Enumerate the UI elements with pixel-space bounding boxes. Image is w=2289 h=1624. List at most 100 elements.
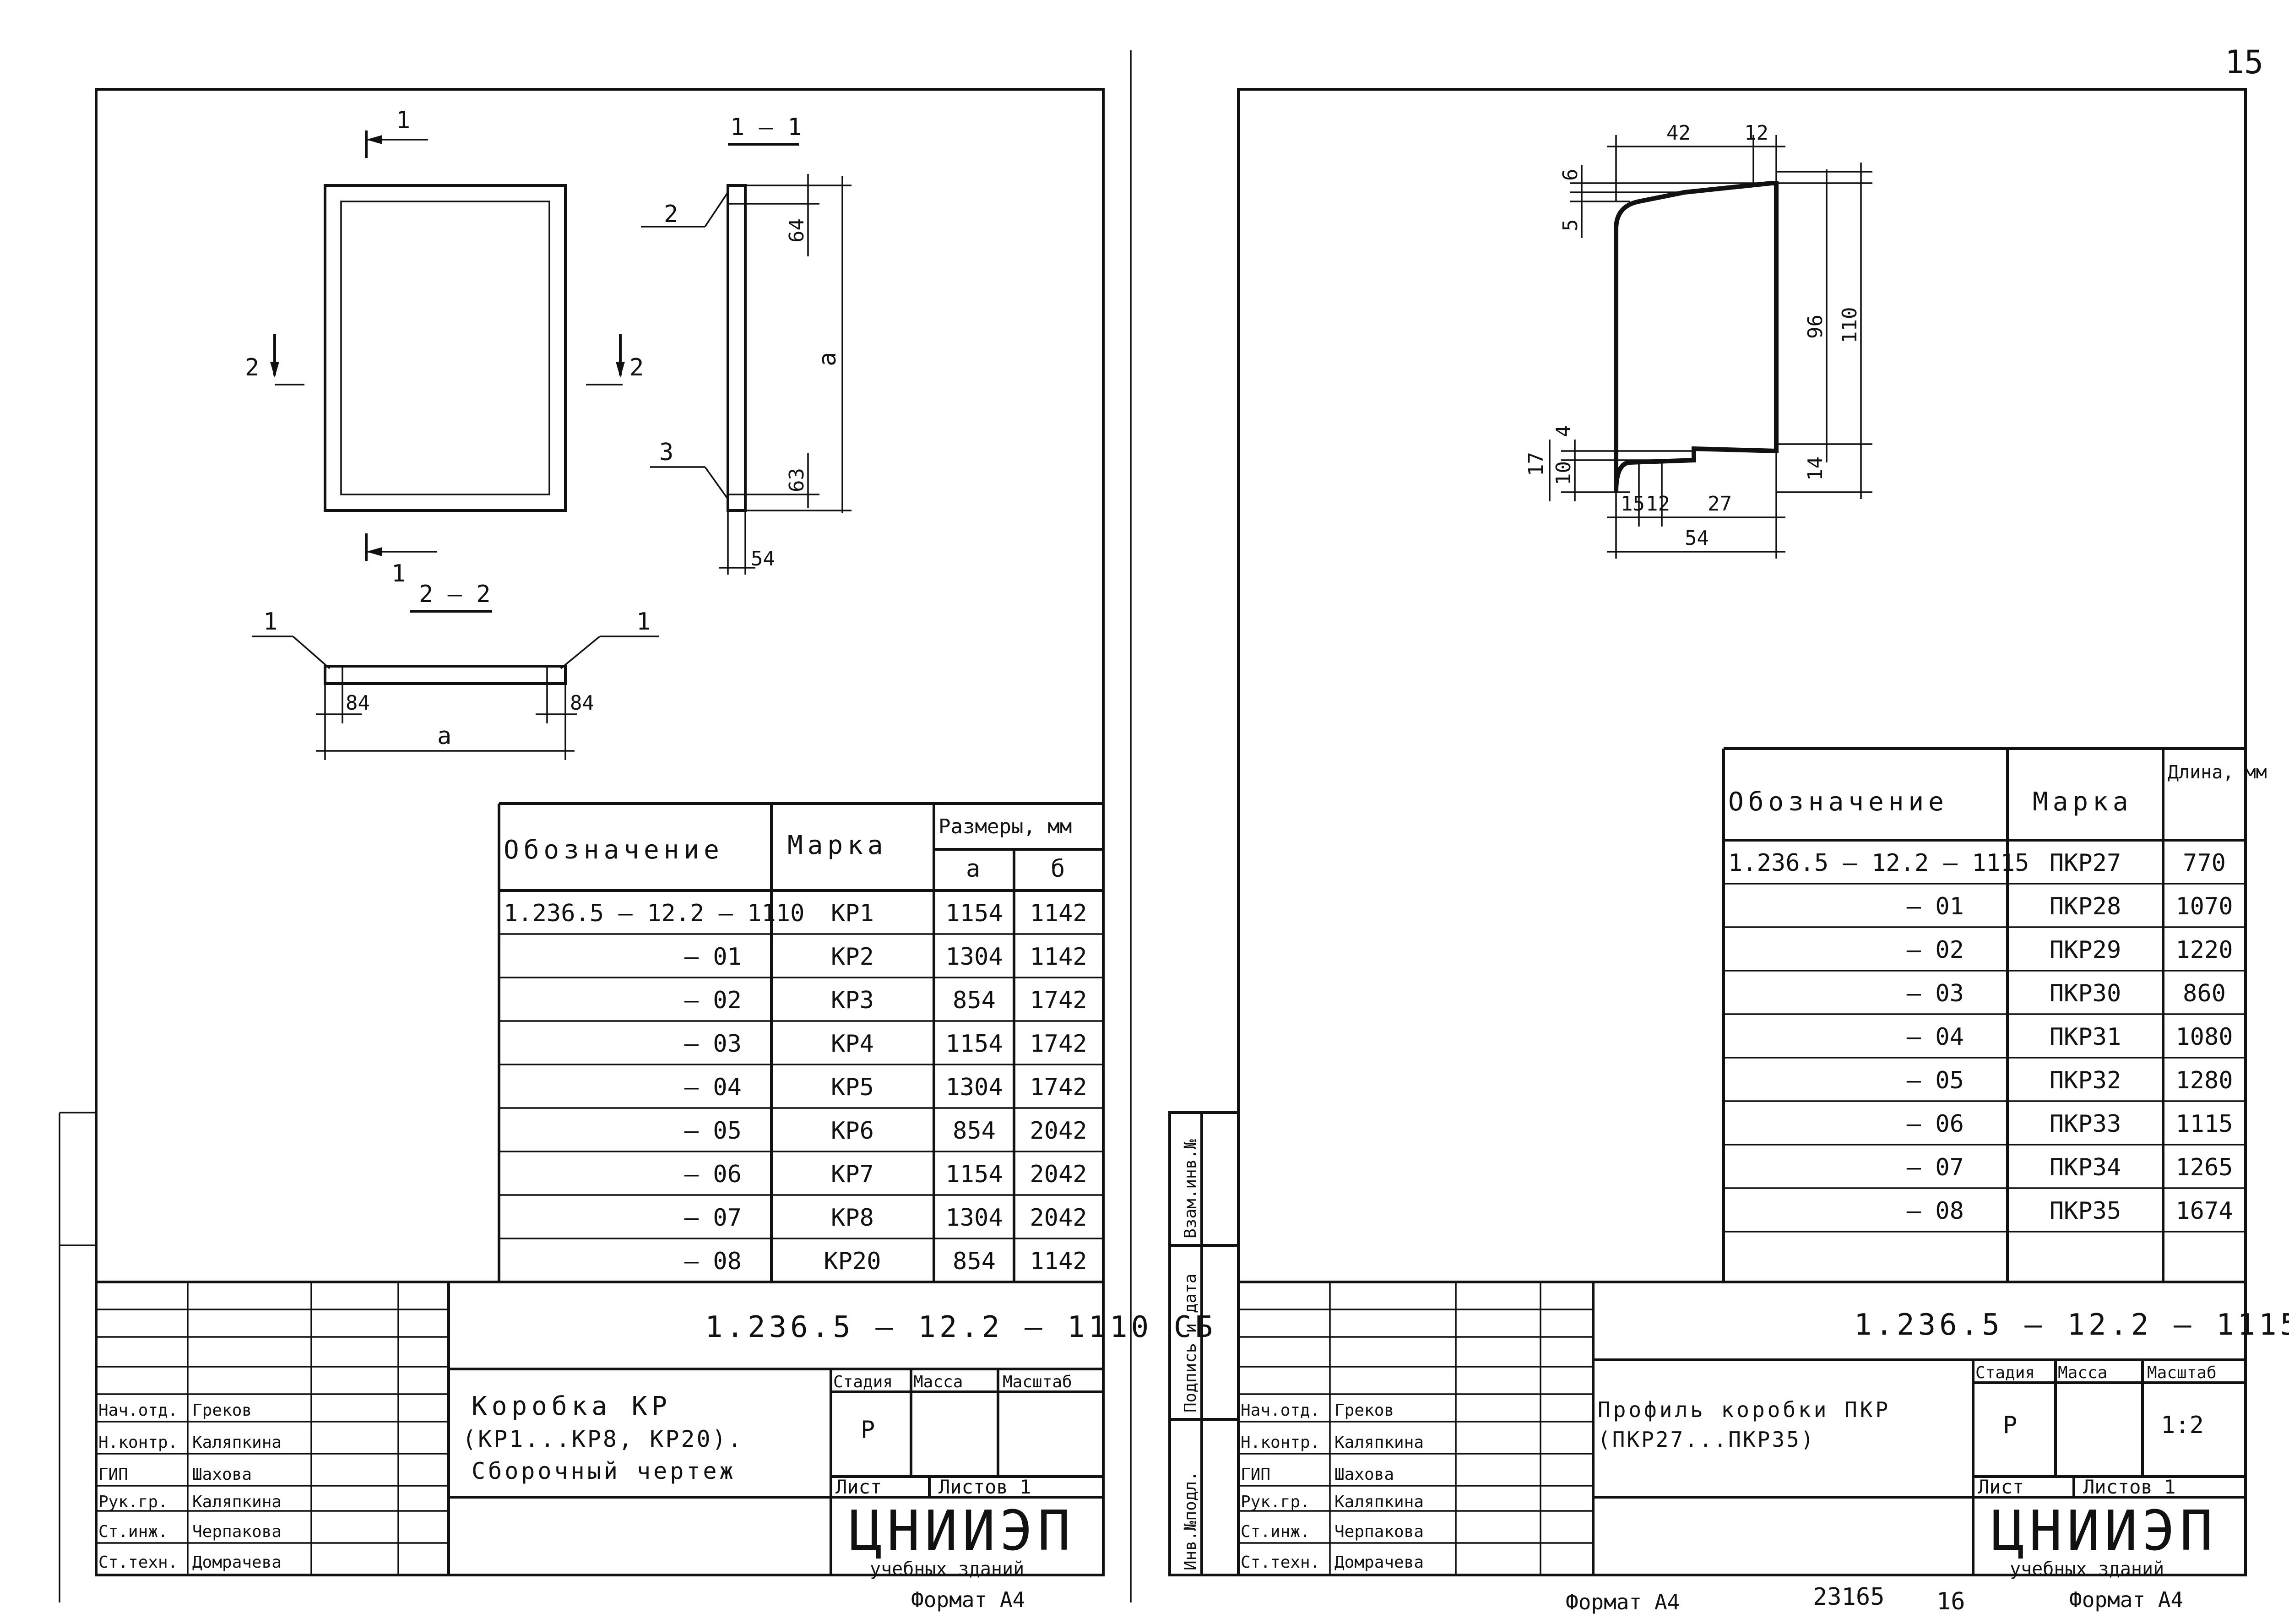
dim-84-left: 84 bbox=[346, 691, 370, 715]
footer-format-left: Формат А4 bbox=[1566, 1590, 1680, 1614]
table-cell-designation: – 03 bbox=[1907, 980, 1964, 1007]
footer-page: 16 bbox=[1936, 1588, 1965, 1615]
table-cell-mark: ПКР34 bbox=[2050, 1154, 2121, 1181]
table-cell-mark: КР5 bbox=[831, 1074, 874, 1101]
section-2-2: 2 – 2 84 84 а 1 1 bbox=[252, 581, 659, 760]
table-cell-length: 770 bbox=[2183, 849, 2226, 877]
table-cell-length: 1220 bbox=[2175, 936, 2233, 964]
tb-role: Рук.гр. bbox=[98, 1493, 168, 1511]
right-tb-org: ЦНИИЭП bbox=[1991, 1499, 2217, 1563]
table-cell-designation: 1.236.5 – 12.2 – 1115 bbox=[1728, 849, 2029, 877]
tb-role: Ст.инж. bbox=[1241, 1522, 1310, 1541]
table-cell-b: 1742 bbox=[1030, 1074, 1087, 1101]
left-tb-sheet-label: Лист bbox=[835, 1476, 882, 1498]
left-table-header-a: а bbox=[966, 855, 980, 883]
tb-role: Нач.отд. bbox=[98, 1401, 178, 1420]
dim-54-profile: 54 bbox=[1685, 527, 1709, 550]
table-cell-b: 1142 bbox=[1030, 1248, 1087, 1275]
tb-name: Каляпкина bbox=[192, 1493, 282, 1511]
page-number: 15 bbox=[2225, 43, 2263, 81]
left-format-label: Формат А4 bbox=[911, 1587, 1025, 1612]
dim-63: 63 bbox=[785, 468, 808, 492]
table-cell-designation: – 02 bbox=[684, 987, 742, 1014]
table-cell-length: 1070 bbox=[2175, 893, 2233, 920]
left-tb-code: 1.236.5 – 12.2 – 1110 СБ bbox=[705, 1310, 1216, 1344]
stamp-inv-replace: Взам.инв.№ bbox=[1181, 1139, 1200, 1238]
tb-name: Шахова bbox=[192, 1465, 252, 1484]
dim-6: 6 bbox=[1559, 169, 1582, 181]
table-cell-mark: КР20 bbox=[824, 1248, 881, 1275]
cut-mark-1-bottom: 1 bbox=[391, 560, 406, 587]
table-cell-designation: – 06 bbox=[684, 1161, 742, 1188]
right-table-header-designation: Обозначение bbox=[1728, 787, 1948, 817]
table-cell-designation: – 03 bbox=[684, 1030, 742, 1058]
dim-42: 42 bbox=[1666, 121, 1691, 145]
table-cell-designation: – 05 bbox=[684, 1117, 742, 1145]
table-cell-length: 1080 bbox=[2175, 1023, 2233, 1051]
table-cell-designation: – 01 bbox=[684, 943, 742, 971]
dim-110: 110 bbox=[1838, 307, 1861, 343]
dim-12-top: 12 bbox=[1744, 121, 1768, 145]
tb-role: Ст.техн. bbox=[1241, 1553, 1320, 1572]
left-tb-org: ЦНИИЭП bbox=[849, 1499, 1075, 1563]
table-cell-b: 1142 bbox=[1030, 943, 1087, 971]
right-tb-title-1: Профиль коробки ПКР bbox=[1598, 1397, 1891, 1422]
tb-role: Рук.гр. bbox=[1241, 1493, 1310, 1511]
table-cell-mark: КР1 bbox=[831, 900, 874, 927]
tb-name: Домрачева bbox=[192, 1553, 282, 1572]
table-cell-mark: КР6 bbox=[831, 1117, 874, 1145]
table-cell-mark: КР8 bbox=[831, 1204, 874, 1232]
tb-role: ГИП bbox=[1241, 1465, 1270, 1484]
right-tb-org-sub: учебных зданий bbox=[2010, 1559, 2164, 1580]
cut-mark-2-left: 2 bbox=[245, 354, 259, 381]
right-tb-stage: Р bbox=[2003, 1412, 2017, 1439]
tb-name: Черпакова bbox=[1334, 1522, 1424, 1541]
left-tb-org-sub: учебных зданий bbox=[870, 1559, 1024, 1580]
dim-27: 27 bbox=[1708, 492, 1732, 516]
left-tb-sheets-label: Листов 1 bbox=[938, 1476, 1031, 1498]
section-2-2-title: 2 – 2 bbox=[419, 581, 491, 608]
stamp-sign-date: Подпись и дата bbox=[1181, 1274, 1200, 1412]
right-tb-title-2: (ПКР27...ПКР35) bbox=[1598, 1427, 1815, 1452]
table-cell-a: 1154 bbox=[945, 1030, 1003, 1058]
right-table-header-length: Длина, мм bbox=[2168, 762, 2267, 783]
tb-name: Греков bbox=[1334, 1401, 1394, 1420]
section-1-1-title: 1 – 1 bbox=[730, 114, 802, 141]
marks-table-right: Обозначение Марка Длина, мм 1.236.5 – 12… bbox=[1722, 747, 2267, 1282]
marks-table-left: Обозначение Марка Размеры, мм а б 1.236.… bbox=[498, 802, 1103, 1282]
cut-mark-2-right: 2 bbox=[629, 354, 644, 381]
dim-12-bottom: 12 bbox=[1646, 492, 1670, 516]
table-cell-a: 1154 bbox=[945, 900, 1003, 927]
left-sheet: 1 1 2 2 1 – 1 bbox=[59, 50, 1216, 1612]
left-tb-scale-label: Масштаб bbox=[1003, 1373, 1072, 1391]
tb-name: Домрачева bbox=[1334, 1553, 1424, 1572]
tb-name: Черпакова bbox=[192, 1522, 282, 1541]
dim-14: 14 bbox=[1804, 456, 1827, 481]
table-cell-designation: – 04 bbox=[1907, 1023, 1964, 1051]
table-cell-a: 1304 bbox=[945, 1074, 1003, 1101]
section-1-1: 1 – 1 64 а 63 54 2 3 bbox=[641, 114, 852, 575]
table-cell-b: 2042 bbox=[1030, 1161, 1087, 1188]
table-cell-length: 1674 bbox=[2175, 1197, 2233, 1225]
left-table-header-sizes: Размеры, мм bbox=[938, 815, 1072, 838]
table-cell-mark: ПКР31 bbox=[2050, 1023, 2121, 1051]
table-cell-b: 1742 bbox=[1030, 1030, 1087, 1058]
table-cell-length: 1265 bbox=[2175, 1154, 2233, 1181]
right-tb-scale-label: Масштаб bbox=[2147, 1363, 2217, 1382]
callout-1-left: 1 bbox=[263, 608, 277, 635]
tb-role: Ст.техн. bbox=[98, 1553, 178, 1572]
table-cell-designation: – 08 bbox=[1907, 1197, 1964, 1225]
cut-mark-1-top: 1 bbox=[396, 107, 410, 134]
tb-role: Нач.отд. bbox=[1241, 1401, 1320, 1420]
table-cell-mark: КР7 bbox=[831, 1161, 874, 1188]
title-block-left: 1.236.5 – 12.2 – 1110 СБ Коробка КР (КР1… bbox=[96, 1281, 1216, 1580]
table-cell-length: 1115 bbox=[2175, 1110, 2233, 1138]
table-cell-mark: ПКР27 bbox=[2050, 849, 2121, 877]
tb-name: Каляпкина bbox=[1334, 1493, 1424, 1511]
left-table-header-mark: Марка bbox=[787, 831, 888, 860]
table-cell-length: 1280 bbox=[2175, 1067, 2233, 1094]
left-table-header-designation: Обозначение bbox=[504, 835, 724, 865]
